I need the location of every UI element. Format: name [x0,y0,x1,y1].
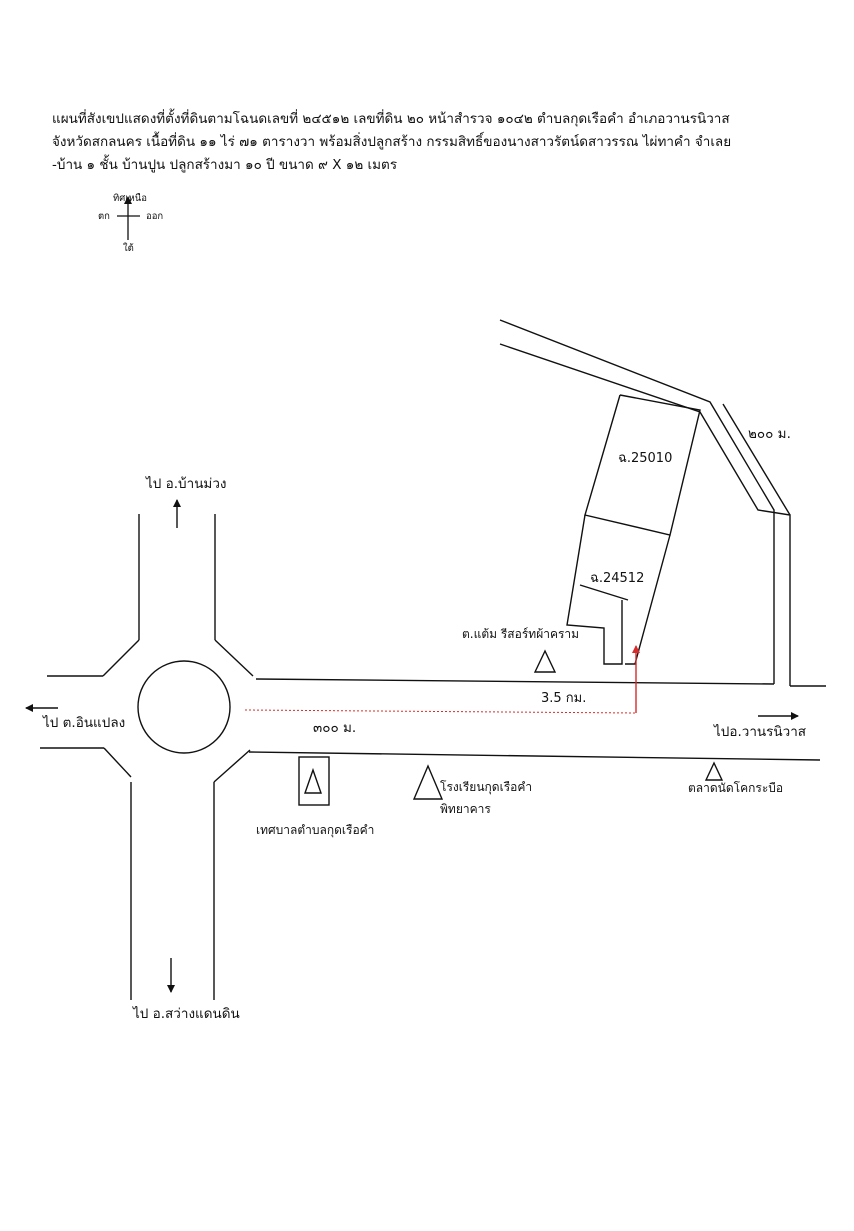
compass-west-label: ตก [98,211,110,222]
market-label: ตลาดนัดโคกระบือ [688,781,783,795]
school-label-line1: โรงเรียนกุดเรือคำ [440,780,532,795]
compass-south-label: ใต้ [123,242,134,254]
compass-east-label: ออก [146,211,163,222]
distance-3-5km-label: 3.5 กม. [541,691,586,706]
municipality-triangle-icon [304,767,322,794]
parcel-24512-inner-line [579,584,629,601]
school-label-line2: พิทยาคาร [440,802,491,816]
distance-300m-label: ๓๐๐ ม. [313,720,356,736]
route-to-land [244,645,640,714]
compass: ทิศเหนือ ตก ออก ใต้ [98,193,163,254]
road-south [130,749,251,1000]
description-line-1: แผนที่สังเขปแสดงที่ตั้งที่ดินตามโฉนดเลขท… [52,111,730,127]
description-line-2: จังหวัดสกลนคร เนื้อที่ดิน ๑๑ ไร่ ๗๑ ตารา… [52,134,732,150]
landmark-market: ตลาดนัดโคกระบือ [688,761,783,795]
compass-north-label: ทิศเหนือ [113,193,147,204]
parcel-24512-boundary [566,514,623,665]
roundabout [137,660,231,754]
municipality-label: เทศบาลตำบลกุดเรือคำ [256,823,374,838]
label-to-ban-muang: ไป อ.บ้านม่วง [145,476,227,492]
landmark-school: โรงเรียนกุดเรือคำ พิทยาคาร [412,764,532,816]
market-triangle-icon [704,761,724,781]
label-to-wanon-niwat: ไปอ.วานรนิวาส [713,724,806,740]
landmark-resort: ต.แต้ม รีสอร์ทผ้าคราม [462,627,579,673]
label-to-sawang-daen-din: ไป อ.สว่างแดนดิน [132,1006,240,1022]
road-east-main [248,678,826,761]
resort-label: ต.แต้ม รีสอร์ทผ้าคราม [462,627,579,641]
road-west [40,675,132,778]
distance-200m-label: ๒๐๐ ม. [748,426,791,442]
description-line-3: -บ้าน ๑ ชั้น บ้านปูน ปลูกสร้างมา ๑๐ ปี ข… [52,157,398,173]
resort-triangle-icon [533,649,557,673]
parcel-24512-label: ฉ.24512 [590,571,644,586]
parcel-25010-label: ฉ.25010 [618,451,672,466]
land-parcels [566,394,701,665]
landmark-municipality: เทศบาลตำบลกุดเรือคำ [256,756,374,838]
label-to-in-plaeng: ไป ต.อินแปลง [42,715,125,731]
road-north [102,514,254,677]
parcel-24512-right-boundary [625,534,671,665]
municipality-building [298,756,330,806]
road-side [499,319,791,686]
route-dotted-line [244,709,637,714]
map-description: แผนที่สังเขปแสดงที่ตั้งที่ดินตามโฉนดเลขท… [52,108,832,177]
school-triangle-icon [412,764,444,800]
